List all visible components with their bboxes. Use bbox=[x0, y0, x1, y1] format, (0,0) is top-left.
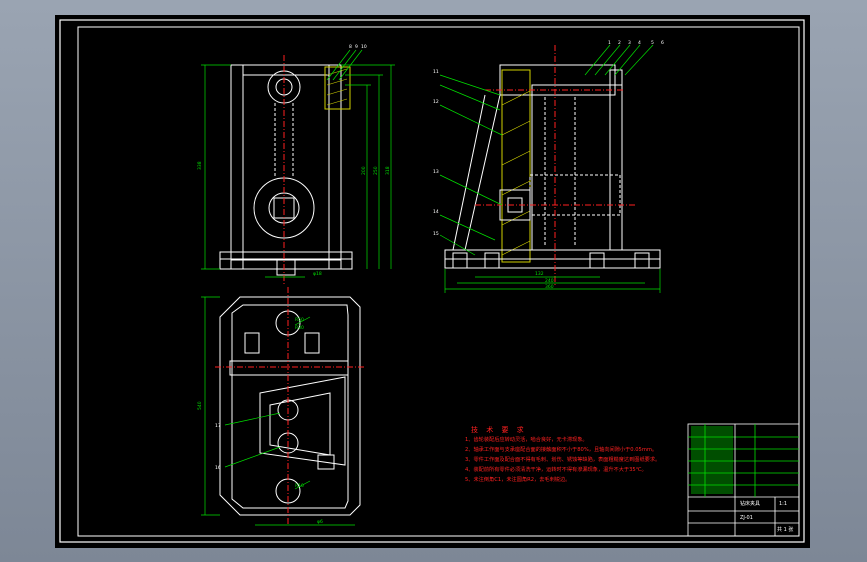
tech-notes-title: 技 术 要 求 bbox=[471, 426, 527, 434]
dim-side-w3: 360 bbox=[545, 284, 554, 290]
callout-plan-left-0: 17 bbox=[215, 423, 221, 429]
tech-note-1: 1、齿轮装配后应转动灵活，啮合良好，无卡滞现象。 bbox=[465, 437, 588, 443]
front-view-dimensions bbox=[201, 49, 395, 278]
dim-front-right-3: 318 bbox=[385, 166, 391, 175]
tech-note-3: 3、零件工作面及配合面不得有毛刺、划伤、锈蚀等缺陷，表面粗糙度达到图纸要求。 bbox=[465, 457, 661, 463]
dim-plan-r3: R10 bbox=[295, 483, 304, 489]
side-view bbox=[444, 45, 661, 285]
callout-side-left-4: 15 bbox=[433, 231, 439, 237]
tech-note-2: 2、轴承工作面与支承座配合面的接触面积不小于80%，且轴向间隙小于0.05mm。 bbox=[465, 447, 658, 453]
title-block bbox=[687, 423, 800, 537]
tech-note-5: 5、未注倒角C1，未注圆角R2，去毛刺锐边。 bbox=[465, 477, 571, 483]
callout-side-top-1: 2 bbox=[618, 40, 621, 46]
cad-drawing: 338 200 250 318 φ18 132 240 360 540 φ6 R… bbox=[59, 19, 805, 543]
callout-plan-left-1: 16 bbox=[215, 465, 221, 471]
part-callouts: 8 9 10 11 12 13 14 15 1 2 3 4 5 6 17 16 bbox=[215, 40, 664, 471]
callout-side-left-0: 11 bbox=[433, 69, 439, 75]
callout-side-top-5: 6 bbox=[661, 40, 664, 46]
dim-side-w1: 132 bbox=[535, 271, 544, 277]
title-block-name: 钻床夹具 bbox=[740, 500, 760, 507]
dim-front-right-1: 200 bbox=[361, 166, 367, 175]
front-view bbox=[219, 55, 353, 285]
title-block-drawing-no: ZJ-01 bbox=[740, 515, 753, 521]
drawing-sheet: 338 200 250 318 φ18 132 240 360 540 φ6 R… bbox=[55, 15, 810, 548]
dimension-labels: 338 200 250 318 φ18 132 240 360 540 φ6 R… bbox=[197, 161, 554, 525]
dim-plan-r1: R50 bbox=[295, 317, 304, 323]
dim-front-bottom: φ18 bbox=[313, 271, 322, 277]
outer-border bbox=[59, 19, 805, 543]
callout-front-top-1: 9 bbox=[355, 44, 358, 50]
title-block-text: 钻床夹具 ZJ-01 1:1 共 1 张 bbox=[740, 500, 793, 533]
callout-side-top-4: 5 bbox=[651, 40, 654, 46]
callout-side-top-0: 1 bbox=[608, 40, 611, 46]
dim-plan-height: 540 bbox=[197, 401, 203, 410]
plan-view bbox=[215, 287, 365, 525]
plan-view-dimensions bbox=[201, 296, 355, 526]
callout-front-top-0: 8 bbox=[349, 44, 352, 50]
callout-front-top-2: 10 bbox=[361, 44, 367, 50]
dim-plan-bottom: φ6 bbox=[317, 519, 323, 525]
dim-side-w2: 240 bbox=[545, 278, 554, 284]
title-block-scale: 1:1 bbox=[779, 501, 787, 507]
side-view-dimensions bbox=[439, 44, 661, 293]
callout-side-left-3: 14 bbox=[433, 209, 439, 215]
title-block-sheet: 共 1 张 bbox=[777, 526, 793, 533]
dim-front-right-2: 250 bbox=[373, 166, 379, 175]
callout-side-left-1: 12 bbox=[433, 99, 439, 105]
inner-border bbox=[77, 26, 800, 537]
tech-note-4: 4、装配前所有零件必须清洗干净，运转时不得有渗漏现象，温升不大于35℃。 bbox=[465, 467, 647, 473]
callout-side-top-3: 4 bbox=[638, 40, 641, 46]
callout-side-left-2: 13 bbox=[433, 169, 439, 175]
callout-side-top-2: 3 bbox=[628, 40, 631, 46]
dim-plan-r2: R30 bbox=[295, 325, 304, 331]
dim-front-height: 338 bbox=[197, 161, 203, 170]
